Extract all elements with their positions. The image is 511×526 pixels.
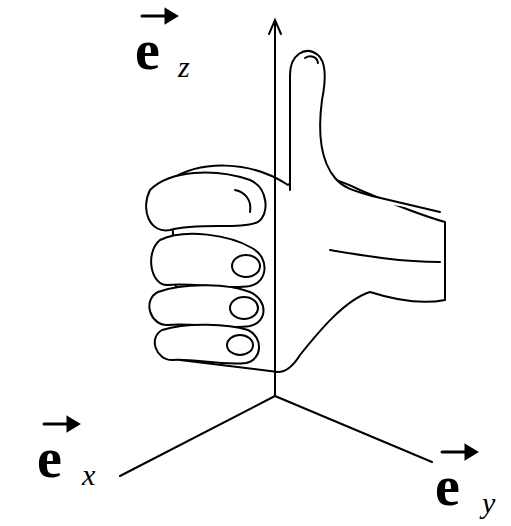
finger	[151, 234, 264, 287]
thumb	[290, 51, 440, 212]
vector-symbol: e	[435, 458, 460, 514]
vector-symbol: e	[37, 430, 62, 486]
z-axis-arrowhead	[269, 20, 281, 34]
vector-arrow-head	[166, 10, 176, 22]
z-axis	[274, 22, 276, 396]
finger	[146, 173, 265, 231]
vector-symbol: e	[135, 22, 160, 78]
axis-subscript: z	[178, 52, 190, 82]
vector-arrow-head	[466, 446, 476, 458]
axis-subscript: x	[82, 460, 95, 490]
y-axis	[275, 396, 432, 462]
knuckle-line	[235, 190, 250, 212]
fingernail	[227, 335, 253, 355]
fingernail	[230, 297, 258, 319]
thumbnail	[305, 56, 318, 63]
finger	[149, 285, 263, 327]
fingernail	[232, 255, 260, 277]
vector-arrow-head	[68, 418, 78, 430]
x-axis	[120, 396, 275, 476]
axis-subscript: y	[482, 488, 495, 518]
finger	[155, 325, 259, 364]
palm-crease	[330, 250, 440, 262]
